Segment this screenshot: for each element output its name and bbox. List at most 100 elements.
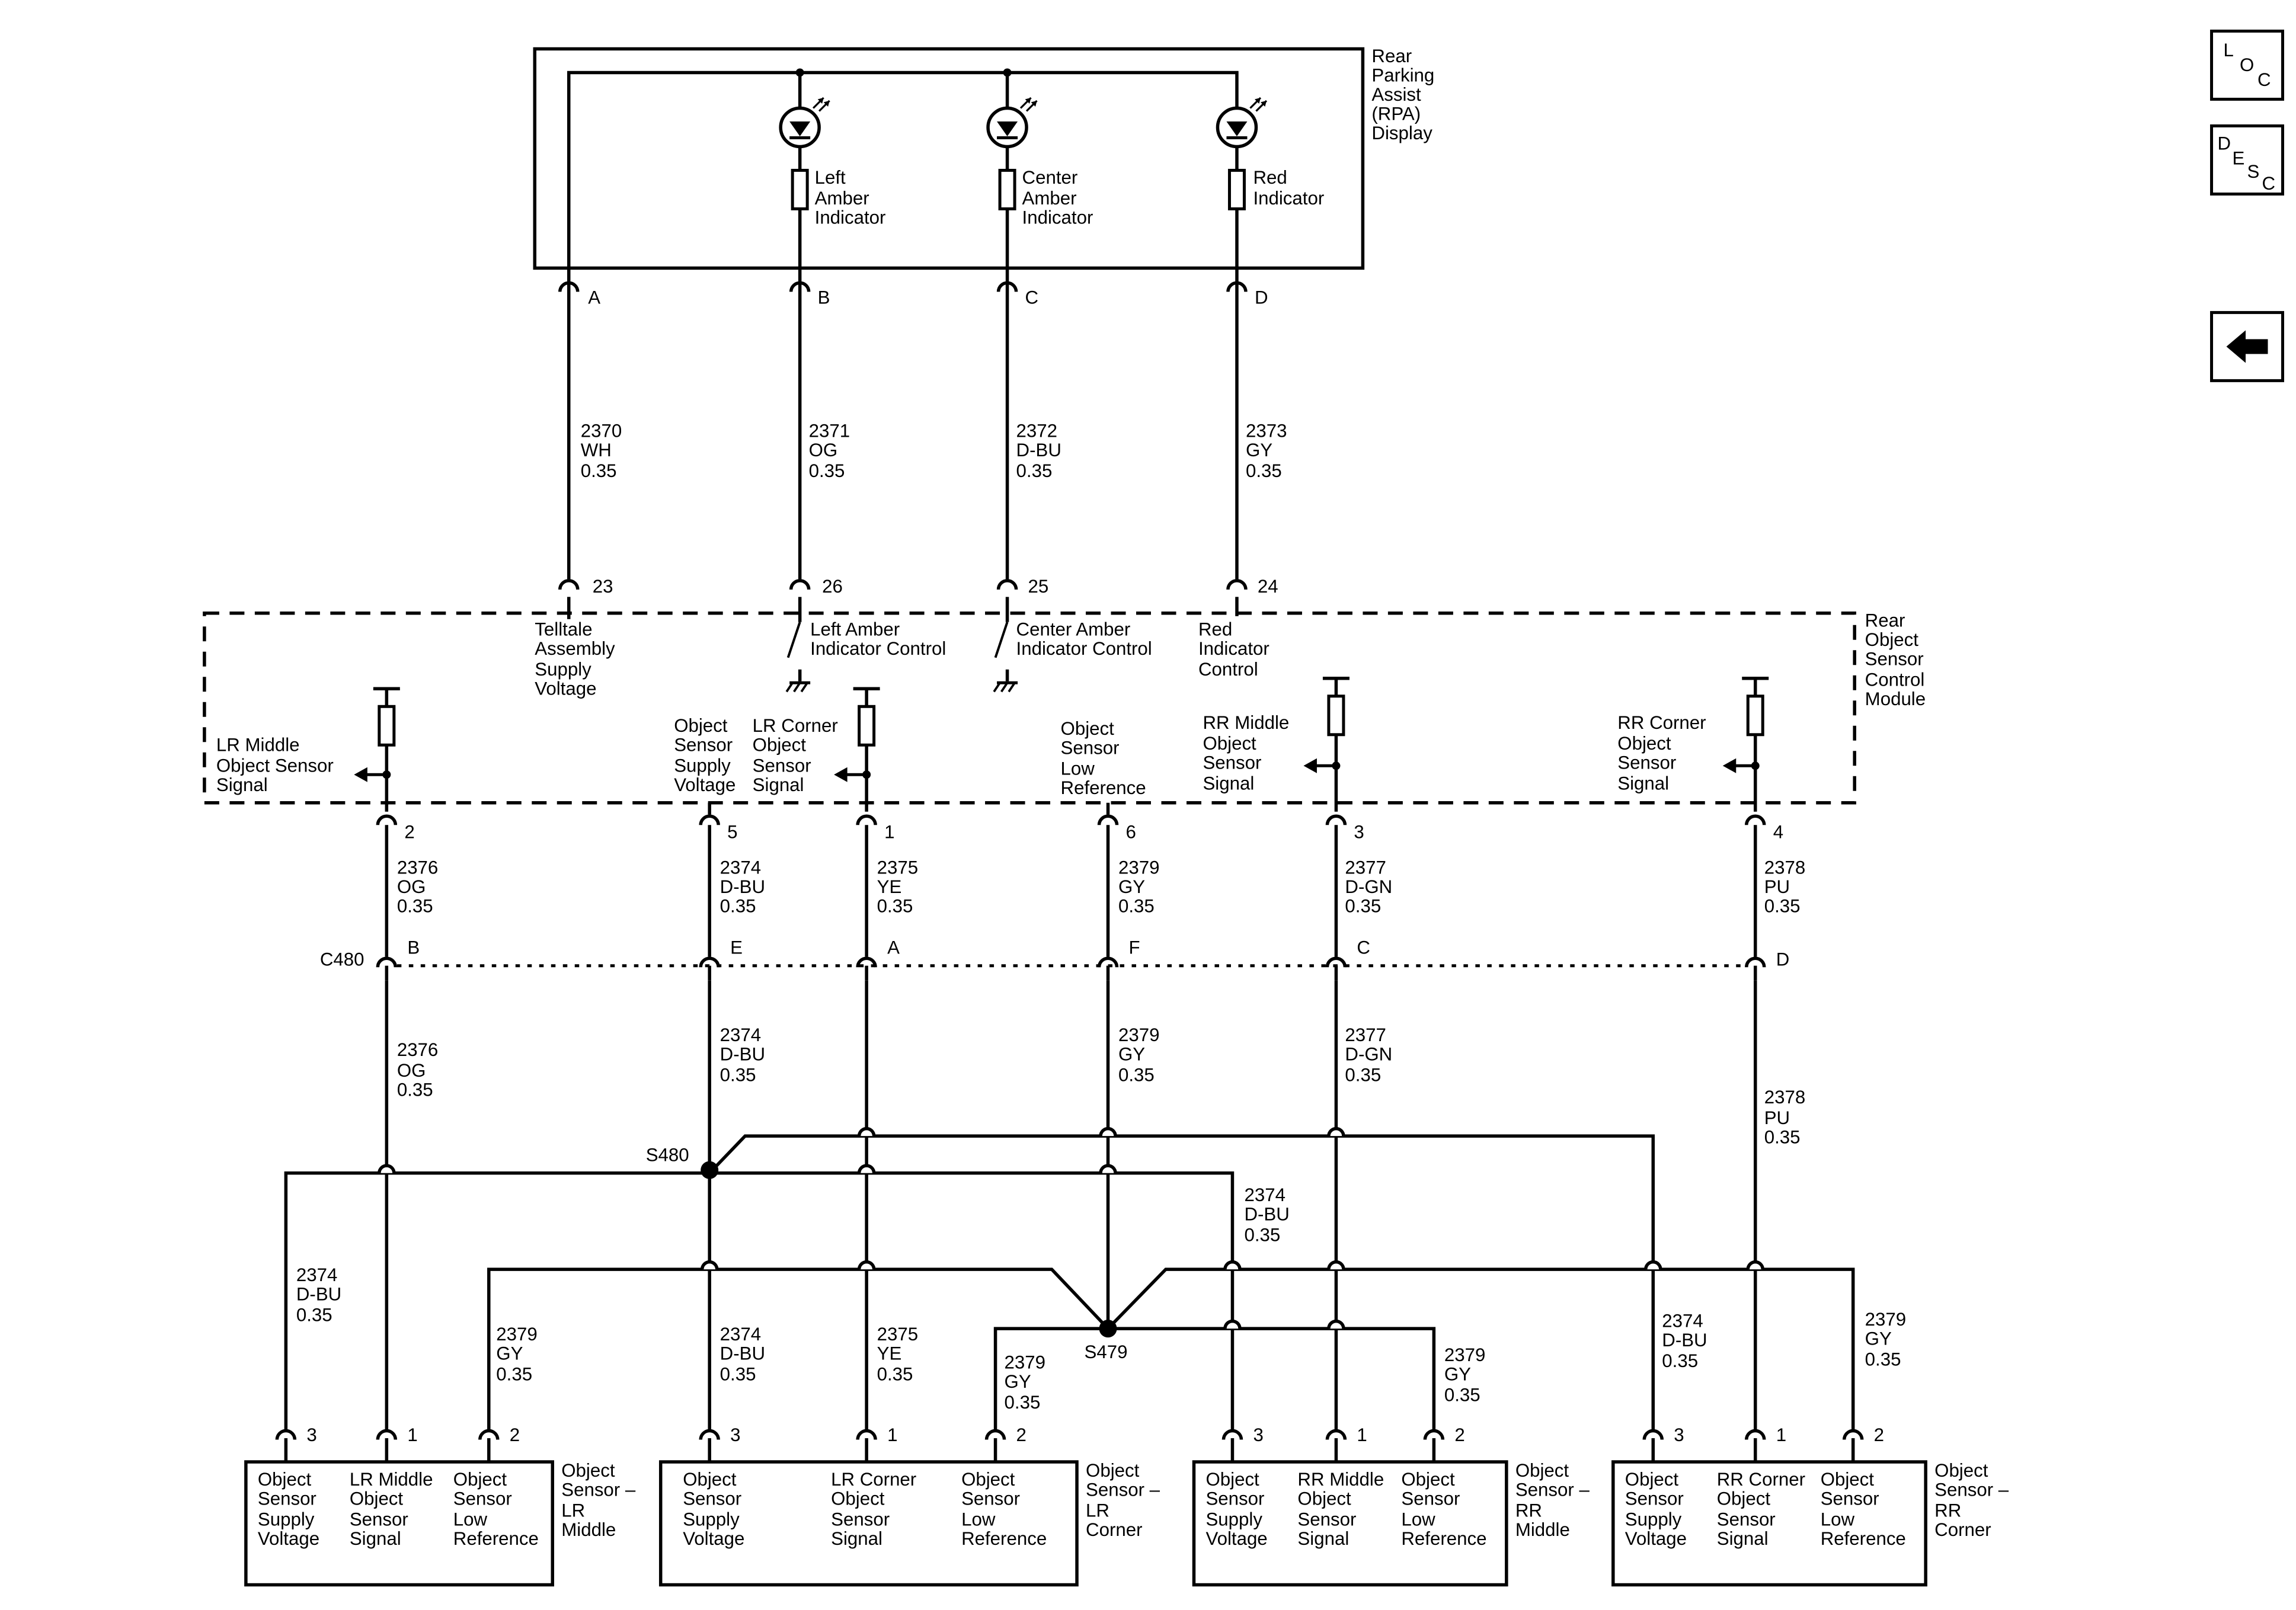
center-amber-led-icon <box>988 98 1037 146</box>
desc-letter-e: E <box>2233 148 2245 168</box>
sensor-label: Sensor <box>1625 1489 1684 1509</box>
wire-color: GY <box>1246 440 1272 460</box>
wire-circuit: 2374 <box>1662 1311 1703 1331</box>
wire-circuit: 2373 <box>1246 420 1287 441</box>
sensor-name: Corner <box>1934 1519 1991 1540</box>
indicator-label: Indicator <box>1253 188 1324 209</box>
wire-size: 0.35 <box>1865 1349 1901 1370</box>
wire-color: D-BU <box>296 1284 341 1305</box>
pin-label: 3 <box>1674 1425 1684 1445</box>
signal-arrow-icon <box>1723 758 1755 773</box>
sensor-label: RR Corner <box>1717 1469 1805 1490</box>
upper-wires: 2370 WH 0.35 2371 OG 0.35 2372 D-BU 0.35… <box>567 268 1287 580</box>
module-label: Object <box>674 715 728 736</box>
sensor-label: Voltage <box>1205 1528 1267 1549</box>
pin-label: 2 <box>1454 1425 1464 1445</box>
module-label: Center Amber <box>1016 619 1131 639</box>
wire-circuit: 2379 <box>1005 1352 1045 1373</box>
pin-label: 1 <box>887 1425 897 1445</box>
module-label: Indicator Control <box>810 638 946 659</box>
wire-circuit: 2376 <box>397 857 438 878</box>
module-label: Sensor <box>1617 752 1676 773</box>
wire-circuit: 2379 <box>1865 1309 1906 1330</box>
sensor-label: Signal <box>1717 1528 1769 1549</box>
sensor-label: Sensor <box>1205 1489 1264 1509</box>
wire-size: 0.35 <box>397 1080 433 1100</box>
pin-label: C <box>1357 937 1370 958</box>
loc-button[interactable]: L O C <box>2210 29 2285 101</box>
wire-size: 0.35 <box>1005 1392 1041 1413</box>
sensor-name: LR <box>561 1500 585 1521</box>
resistor-icon <box>379 706 394 745</box>
indicator-label: Indicator <box>815 207 886 228</box>
wire-color: WH <box>581 440 612 460</box>
lower-harness: S480 S479 2376 OG 0.35 2374 D-BU 0.35 23… <box>284 980 1906 1430</box>
wire-color: D-GN <box>1345 876 1392 897</box>
resistor-icon <box>1000 170 1015 209</box>
splice-s479-dot <box>1099 1320 1117 1338</box>
pin-label: 6 <box>1126 822 1136 843</box>
sensor-name: Object <box>561 1460 615 1481</box>
pin-label: D <box>1255 287 1268 308</box>
wire-size: 0.35 <box>1016 460 1053 481</box>
module-label: RR Middle <box>1203 712 1289 733</box>
indicator-label: Amber <box>1022 188 1077 209</box>
sensor-label: Sensor <box>1297 1509 1356 1530</box>
sensor-label: Sensor <box>1821 1489 1879 1509</box>
wire-color: YE <box>877 876 902 897</box>
wire-size: 0.35 <box>809 460 845 481</box>
sensor-label: LR Corner <box>831 1469 916 1490</box>
sensor-label: Sensor <box>453 1489 512 1509</box>
connector-label: C480 <box>320 949 364 970</box>
c480-connector: C480 B E A F C D <box>320 937 1789 981</box>
wire-color: OG <box>809 440 838 460</box>
wire-color: D-BU <box>720 876 765 897</box>
signal-arrow-icon <box>834 767 866 782</box>
sensor-label: Low <box>1821 1509 1855 1530</box>
sensor-name: Sensor – <box>1934 1480 2009 1500</box>
sensor-label: Sensor <box>683 1489 741 1509</box>
sensor-label: Supply <box>1205 1509 1262 1530</box>
wire-circuit: 2374 <box>720 1324 761 1345</box>
splice-label: S480 <box>646 1145 689 1166</box>
loc-letter-c: C <box>2257 69 2271 90</box>
sensor-label: Object <box>350 1489 404 1509</box>
sensor-lr-middle: 3 1 2 Object Sensor Supply Voltage LR Mi… <box>244 1425 636 1587</box>
wire-circuit: 2370 <box>581 420 622 441</box>
back-button[interactable] <box>2210 311 2285 382</box>
indicator-label: Amber <box>815 188 869 209</box>
rpa-connector-pins: A B C D <box>560 283 1268 308</box>
wire-circuit: 2379 <box>1118 857 1159 878</box>
wire-size: 0.35 <box>296 1305 332 1326</box>
pin-label: 1 <box>1776 1425 1786 1445</box>
pin-label: 24 <box>1258 576 1278 597</box>
sensor-lr-corner: 3 1 2 Object Sensor Supply Voltage LR Co… <box>658 1425 1160 1587</box>
wire-size: 0.35 <box>720 1364 756 1385</box>
resistor-icon <box>1329 696 1344 735</box>
module-title-line: Control <box>1865 669 1925 690</box>
ground-icon <box>786 683 810 692</box>
pin-label: 3 <box>1253 1425 1263 1445</box>
wire-size: 0.35 <box>720 1065 756 1086</box>
pin-label: 1 <box>1357 1425 1367 1445</box>
sensor-label: Reference <box>1401 1528 1486 1549</box>
wire-color: D-BU <box>1244 1204 1289 1225</box>
sensor-label: Object <box>1821 1469 1875 1490</box>
sensor-name: Middle <box>1515 1519 1570 1540</box>
module-label: Indicator Control <box>1016 638 1152 659</box>
module-bottom-pins: 2 5 1 6 3 4 <box>378 816 1783 843</box>
pin-label: B <box>818 287 830 308</box>
wire-size: 0.35 <box>1246 460 1282 481</box>
module-label: LR Corner <box>753 715 838 736</box>
sensor-name: Object <box>1515 1460 1569 1481</box>
pin-label: 26 <box>822 576 843 597</box>
desc-button[interactable]: D E S C <box>2210 124 2285 196</box>
wire-circuit: 2371 <box>809 420 850 441</box>
pin-label: 4 <box>1773 822 1783 843</box>
sensor-label: Object <box>961 1469 1015 1490</box>
sensor-rr-middle: 3 1 2 Object Sensor Supply Voltage RR Mi… <box>1192 1425 1590 1587</box>
sensor-label: Sensor <box>350 1509 408 1530</box>
sensor-label: Voltage <box>683 1528 744 1549</box>
module-label: RR Corner <box>1617 712 1706 733</box>
sensor-label: Sensor <box>831 1509 890 1530</box>
